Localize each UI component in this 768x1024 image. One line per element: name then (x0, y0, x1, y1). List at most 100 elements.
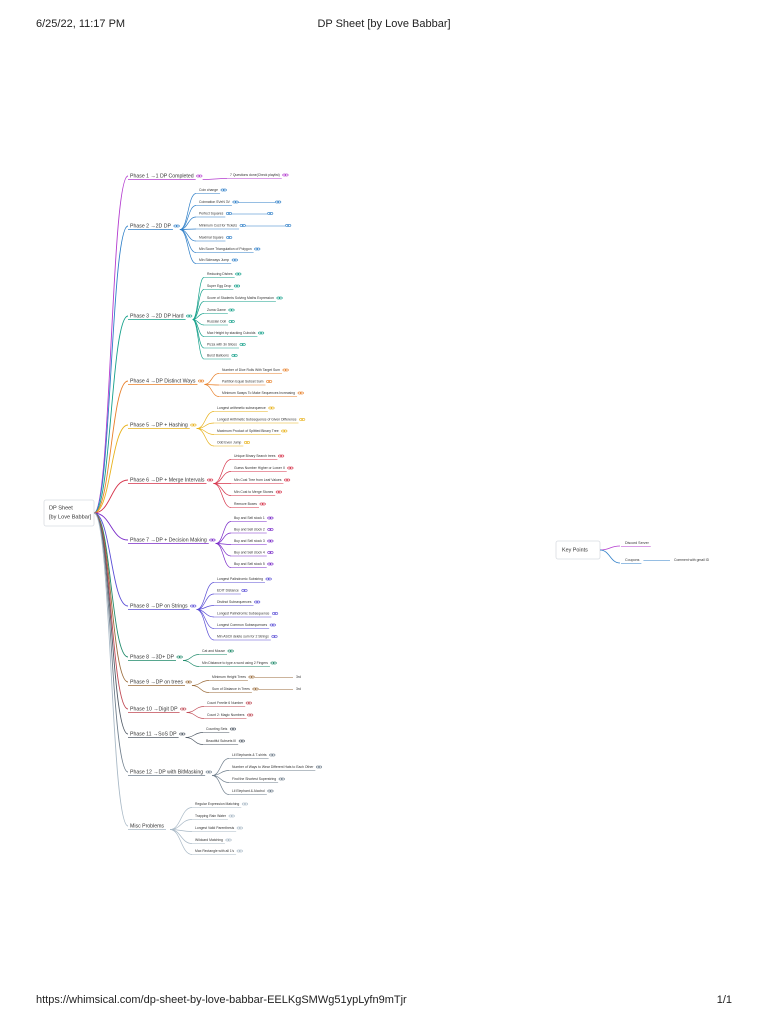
link-icon[interactable] (266, 380, 273, 383)
link-icon[interactable] (287, 466, 294, 470)
topic-item[interactable]: Longest arithmetic subsequence (217, 406, 266, 410)
link-icon[interactable] (231, 354, 238, 357)
link-icon[interactable] (315, 765, 323, 769)
topic-item[interactable]: EDIT Distance (217, 588, 239, 592)
link-icon[interactable] (284, 478, 291, 482)
link-icon[interactable] (268, 406, 275, 410)
topic-item[interactable]: Unique Binary Search trees (234, 454, 276, 458)
topic-item[interactable]: Longest Palindromic Subsequence (217, 611, 270, 615)
topic-item[interactable]: Number of Dice Rolls With Target Sum (222, 368, 280, 372)
link-icon[interactable] (228, 814, 235, 818)
topic-item[interactable]: Maximum Product of Splitted Binary Tree (217, 429, 279, 433)
link-icon[interactable] (254, 247, 261, 251)
phase-label[interactable]: Phase 5 →DP + Hashing (130, 422, 188, 428)
link-icon[interactable] (225, 212, 233, 215)
link-icon[interactable] (185, 680, 192, 684)
link-icon[interactable] (190, 423, 197, 427)
phase-label[interactable]: Misc Problems (130, 823, 164, 829)
link-icon[interactable] (269, 753, 276, 757)
phase-label[interactable]: Phase 1 →1 DP Completed (130, 173, 194, 179)
phase-label[interactable]: Phase 3 →2D DP Hard (130, 313, 184, 319)
link-icon[interactable] (259, 502, 266, 506)
key-points-node[interactable]: Key Points (555, 540, 601, 560)
link-icon[interactable] (281, 429, 288, 433)
topic-item[interactable]: Minimum Height Trees (212, 675, 246, 679)
link-icon[interactable] (258, 331, 265, 335)
link-icon[interactable] (278, 454, 285, 458)
topic-item[interactable]: Min Cost Tree from Leaf Values (234, 478, 282, 482)
link-icon[interactable] (236, 826, 243, 830)
topic-item[interactable]: Lil Elephants & T-shirts (232, 753, 267, 757)
link-icon[interactable] (220, 188, 227, 192)
topic-item[interactable]: Minimum Swaps To Make Sequences Increasi… (222, 391, 295, 395)
link-icon[interactable] (270, 661, 277, 665)
topic-item[interactable]: Find the Shortest Superstring (232, 777, 276, 781)
topic-item[interactable]: Count Freelie 6 Number (207, 701, 244, 705)
link-icon[interactable] (229, 727, 237, 731)
topic-item[interactable]: Min Score Triangulation of Polygon (199, 247, 252, 251)
phase-label[interactable]: Phase 7 →DP + Decision Making (130, 537, 207, 543)
link-icon[interactable] (245, 701, 252, 705)
root-node[interactable]: DP Sheet[by Love Babbar] (43, 499, 95, 527)
link-icon[interactable] (267, 789, 274, 793)
link-icon[interactable] (267, 528, 274, 531)
link-icon[interactable] (267, 562, 274, 566)
link-icon[interactable] (209, 538, 216, 542)
topic-item[interactable]: Min Cost to Merge Stones (234, 490, 274, 494)
link-icon[interactable] (241, 802, 248, 806)
topic-item[interactable]: Lil Elephant & Alcohol (232, 789, 265, 793)
link-icon[interactable] (276, 296, 283, 300)
phase-label[interactable]: Phase 8 →DP on Strings (130, 603, 188, 609)
topic-item[interactable]: Maximal Square (199, 235, 224, 239)
key-item[interactable]: Coupons (625, 558, 640, 562)
topic-item[interactable]: Odd Even Jump (217, 440, 241, 444)
link-icon[interactable] (227, 649, 234, 653)
link-icon[interactable] (252, 687, 259, 691)
link-icon[interactable] (231, 258, 238, 262)
link-icon[interactable] (267, 551, 274, 554)
topic-item[interactable]: Buy and Sell stock 3 (234, 539, 265, 543)
phase-label[interactable]: Phase 4 →DP Distinct Ways (130, 378, 196, 384)
topic-item[interactable]: Count 2: Magic Numbers (207, 713, 245, 717)
link-icon[interactable] (173, 224, 180, 228)
link-icon[interactable] (233, 284, 241, 288)
topic-item[interactable]: Counting Sets (206, 727, 228, 731)
phase-label[interactable]: Phase 8 →3D+ DP (130, 654, 175, 660)
link-icon[interactable] (247, 713, 254, 717)
topic-item[interactable]: Min ASCII delete sum for 2 Strings (217, 634, 269, 638)
topic-item[interactable]: Buy and Sell stock 5 (234, 562, 265, 566)
topic-item[interactable]: Sum of Distance in Trees (212, 687, 250, 691)
phase-label[interactable]: Phase 12 →DP with BitMasking (130, 769, 203, 775)
topic-item[interactable]: Longest Valid Parenthesis (195, 826, 234, 830)
topic-item[interactable]: Burst Balloons (207, 353, 229, 357)
link-icon[interactable] (267, 516, 274, 520)
link-icon[interactable] (265, 577, 272, 581)
link-icon[interactable] (248, 675, 255, 679)
topic-item[interactable]: Max Rectangle with all 1's (195, 849, 234, 853)
topic-item[interactable]: Max Height by stacking Cuboids (207, 331, 256, 335)
topic-item[interactable]: Buy and Sell stock 2 (234, 527, 265, 531)
topic-item[interactable]: Pizza with 3n Slices (207, 342, 237, 346)
link-icon[interactable] (267, 212, 274, 215)
topic-item[interactable]: Longest Palindromic Substring (217, 577, 263, 581)
link-icon[interactable] (180, 707, 187, 711)
link-icon[interactable] (297, 391, 304, 395)
topic-item[interactable]: Wildcard Matching (195, 838, 223, 842)
topic-item[interactable]: Coinnation SVeN 3V (199, 200, 231, 204)
topic-item[interactable]: Coin change (199, 188, 218, 192)
topic-item[interactable]: Distinct Subsequences (217, 600, 252, 604)
link-icon[interactable] (186, 314, 193, 318)
link-icon[interactable] (228, 308, 235, 312)
topic-item[interactable]: Longest Common Subsequences (217, 623, 267, 627)
link-icon[interactable] (238, 739, 245, 743)
link-icon[interactable] (239, 224, 246, 227)
link-icon[interactable] (239, 343, 246, 346)
topic-item[interactable]: Score of Students Solving Maths Expressi… (207, 296, 274, 300)
link-icon[interactable] (236, 849, 243, 853)
link-icon[interactable] (190, 604, 197, 608)
topic-item[interactable]: 7 Questions done(Check playlist) (230, 173, 280, 177)
key-item[interactable]: Discord Server (625, 541, 650, 545)
topic-item[interactable]: Perfect Squares (199, 211, 224, 215)
link-icon[interactable] (235, 272, 242, 276)
phase-label[interactable]: Phase 10 →Digit DP (130, 706, 178, 712)
